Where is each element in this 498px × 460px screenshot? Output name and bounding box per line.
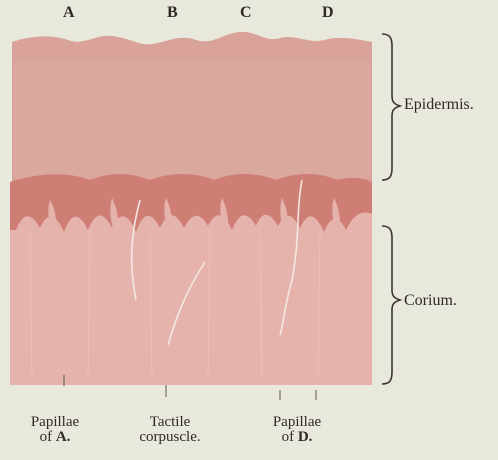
corium-brace: [382, 226, 400, 384]
corium-label: Corium.: [404, 292, 457, 310]
papillae-a-line1: Papillae: [10, 415, 100, 430]
column-letter-c: C: [240, 4, 252, 22]
epidermis-label: Epidermis.: [404, 96, 474, 114]
tactile-line2: corpuscle.: [118, 430, 222, 445]
tactile-corpuscle-label: Tactile corpuscle.: [118, 415, 222, 445]
papillae-d-label: Papillae of D.: [254, 415, 340, 445]
papillae-a-label: Papillae of A.: [10, 415, 100, 445]
papillae-d-of: of: [282, 429, 298, 445]
tactile-line1: Tactile: [118, 415, 222, 430]
papillae-d-line1: Papillae: [254, 415, 340, 430]
epidermis-stratum: [14, 60, 370, 178]
papillae-a-of: of: [40, 429, 56, 445]
papillae-d-line2: of D.: [254, 430, 340, 445]
papillae-a-line2: of A.: [10, 430, 100, 445]
papillae-d-letter: D.: [298, 429, 313, 445]
column-letter-a: A: [63, 4, 75, 22]
epidermis-brace: [382, 34, 400, 180]
column-letter-d: D: [322, 4, 334, 22]
column-letter-b: B: [167, 4, 178, 22]
papillae-a-letter: A.: [56, 429, 71, 445]
